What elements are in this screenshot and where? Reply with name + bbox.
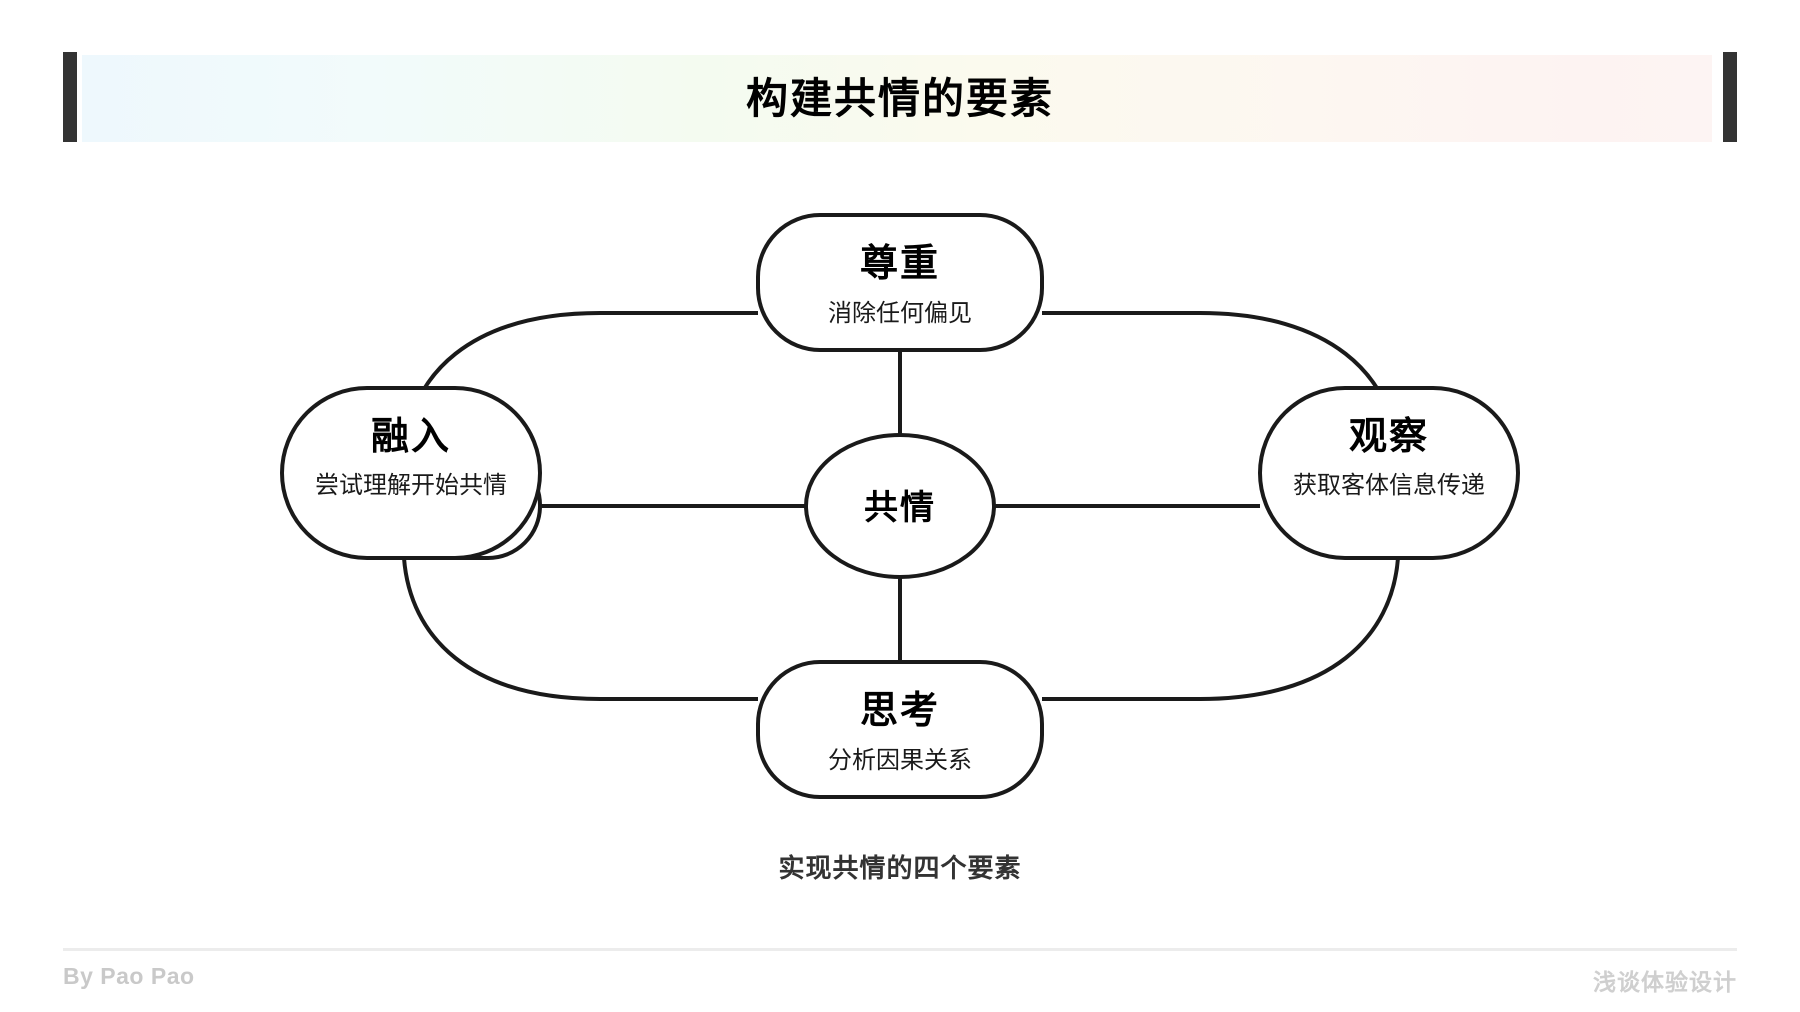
footer: By Pao Pao 浅谈体验设计 (63, 963, 1737, 1003)
connector-left-bottom (402, 557, 758, 701)
node-left-subtitle: 尝试理解开始共情 (315, 472, 507, 499)
node-right-shape (1258, 386, 1520, 560)
footer-series-label: 浅谈体验设计 (1593, 969, 1737, 995)
diagram-caption: 实现共情的四个要素 (778, 853, 1022, 883)
node-bottom-title: 思考 (860, 690, 940, 732)
node-top[interactable]: 尊重 消除任何偏见 (756, 213, 1044, 352)
footer-author: By Pao Pao (63, 963, 195, 989)
node-right-subtitle: 获取客体信息传递 (1293, 472, 1485, 499)
node-center[interactable]: 共情 (804, 433, 996, 579)
node-center-title: 共情 (864, 489, 936, 527)
node-top-subtitle: 消除任何偏见 (828, 300, 972, 327)
footer-divider (63, 948, 1737, 951)
node-top-shape (756, 213, 1044, 352)
connector-right-bottom (1042, 557, 1400, 701)
header-gradient-band (82, 55, 1712, 142)
header-accent-bar-right (1723, 52, 1737, 142)
header-banner: 构建共情的要素 (0, 0, 1800, 150)
node-bottom-shape (756, 660, 1044, 799)
node-top-title: 尊重 (860, 243, 940, 285)
node-bottom[interactable]: 思考 分析因果关系 (756, 660, 1044, 799)
node-right[interactable]: 观察 获取客体信息传递 (1258, 386, 1520, 560)
node-center-shape (804, 433, 996, 579)
page-title: 构建共情的要素 (745, 75, 1054, 122)
node-left-title: 融入 (371, 416, 451, 458)
node-right-title: 观察 (1349, 416, 1429, 458)
empathy-diagram: 尊重 消除任何偏见 融入 尝试理解开始共情 观察 获取客体信息传递 思考 分析因… (0, 150, 1800, 850)
node-left[interactable]: 融入 尝试理解开始共情 (280, 386, 542, 560)
node-bottom-subtitle: 分析因果关系 (828, 747, 972, 774)
node-left-shape-wide (280, 386, 542, 560)
header-accent-bar-left (63, 52, 77, 142)
